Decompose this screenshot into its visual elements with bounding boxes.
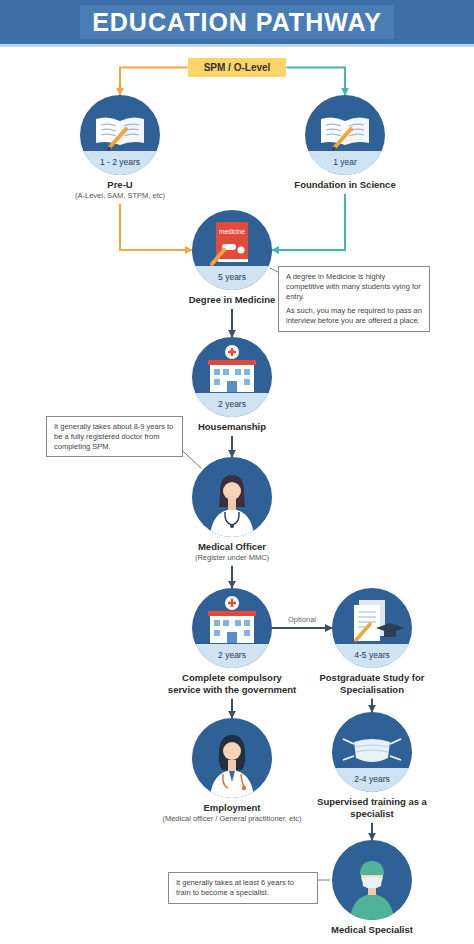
- circle: 4-5 years: [332, 588, 412, 668]
- duration-text: 2 years: [192, 650, 272, 660]
- flow-arrow: [120, 68, 188, 96]
- duration-text: 5 years: [192, 272, 272, 282]
- callout-pointer: [183, 451, 201, 468]
- note-text: It generally takes about 8-9 years to be…: [54, 422, 175, 451]
- circle: 1 year: [305, 95, 385, 175]
- title: EDUCATION PATHWAY: [0, 0, 474, 44]
- start-box: SPM / O-Level: [188, 58, 287, 77]
- icon: [96, 117, 144, 150]
- circle: medicine 5 years: [192, 210, 272, 290]
- circle-shape: [332, 840, 412, 920]
- stage-title: Foundation in Science: [280, 179, 410, 191]
- title-band: [0, 0, 474, 44]
- stage-circle: 1 - 2 yearsPre-U(A-Level, SAM, STPM, etc…: [55, 95, 185, 201]
- circle-fill: [192, 588, 272, 668]
- note-text: It generally takes at least 6 years to t…: [176, 878, 310, 898]
- flow-arrow: [371, 699, 373, 712]
- callout-pointer: [270, 268, 278, 272]
- circle-fill: [332, 588, 412, 668]
- flow-arrow: [272, 194, 345, 250]
- circle-fill: [192, 457, 272, 537]
- duration-text: 2 years: [192, 399, 272, 409]
- stage-circle: Medical Officer(Register under MMC): [172, 457, 292, 563]
- stage-note: (Register under MMC): [172, 553, 292, 563]
- circle: 2 years: [192, 588, 272, 668]
- stage-circle: 1 yearFoundation in Science: [280, 95, 410, 191]
- stage-circle: Employment(Medical officer / General pra…: [157, 718, 307, 824]
- callout-pointer: [318, 880, 330, 881]
- circle-fill: [192, 337, 272, 417]
- stage-title: Medical Officer: [172, 541, 292, 553]
- circle-fill: [80, 95, 160, 175]
- start-label: SPM / O-Level: [204, 62, 271, 73]
- icon: [208, 345, 256, 392]
- stage-title: Supervised training as a specialist: [317, 796, 427, 820]
- icon: [350, 861, 394, 920]
- stage-title: Pre-U: [55, 179, 185, 191]
- icon: [208, 596, 256, 643]
- stage-note: (Medical officer / General practitioner,…: [157, 814, 307, 824]
- circle: [192, 718, 272, 798]
- stage-circle: 4-5 yearsPostgraduate Study for Speciali…: [317, 588, 427, 696]
- note-text: A degree in Medicine is highly competiti…: [286, 272, 422, 301]
- circle: [332, 840, 412, 920]
- flow-arrow: [231, 699, 233, 718]
- stage-note: (A-Level, SAM, STPM, etc): [55, 191, 185, 201]
- icon: [343, 739, 401, 762]
- stage-circle: 2-4 yearsSupervised training as a specia…: [317, 712, 427, 820]
- stage-circle: medicine 5 yearsDegree in Medicine: [172, 210, 292, 306]
- stage-circle: 2 yearsComplete compulsory service with …: [165, 588, 300, 696]
- duration-text: 4-5 years: [332, 650, 412, 660]
- edge-label: Optional: [286, 615, 318, 624]
- circle-fill: [332, 712, 412, 792]
- stage-circle: Medical Specialist: [317, 840, 427, 936]
- flow-arrow: [231, 309, 233, 337]
- circle-fill: [305, 95, 385, 175]
- flow-arrow: [120, 204, 192, 250]
- stage-title: Postgraduate Study for Specialisation: [317, 672, 427, 696]
- duration-text: 2-4 years: [332, 774, 412, 784]
- duration-text: 1 year: [305, 157, 385, 167]
- circle-fill: [192, 718, 272, 798]
- note-box: It generally takes at least 6 years to t…: [168, 872, 318, 904]
- stage-title: Employment: [157, 802, 307, 814]
- icon: [210, 475, 254, 537]
- book-label: medicine: [192, 228, 272, 235]
- stage-title: Housemanship: [187, 421, 277, 433]
- flow-arrow: [231, 566, 233, 588]
- note-box: It generally takes about 8-9 years to be…: [46, 416, 183, 457]
- stage-circle: 2 yearsHousemanship: [187, 337, 277, 433]
- note-text: As such, you may be required to pass an …: [286, 306, 422, 326]
- circle: 2 years: [192, 337, 272, 417]
- circle-shape: [192, 457, 272, 537]
- icon: [354, 600, 404, 641]
- stage-title: Degree in Medicine: [172, 294, 292, 306]
- circle: 1 - 2 years: [80, 95, 160, 175]
- circle: [192, 457, 272, 537]
- flow-arrow: [231, 436, 233, 457]
- stage-title: Medical Specialist: [317, 924, 427, 936]
- icon: [210, 735, 254, 798]
- icon: [321, 117, 369, 150]
- note-box: A degree in Medicine is highly competiti…: [278, 266, 430, 332]
- circle-fill: [192, 210, 272, 290]
- stage-title: Complete compulsory service with the gov…: [165, 672, 300, 696]
- duration-text: 1 - 2 years: [80, 157, 160, 167]
- flow-arrow: [286, 68, 345, 96]
- flow-arrow: [371, 823, 373, 840]
- flow-arrow: [272, 627, 332, 629]
- circle: 2-4 years: [332, 712, 412, 792]
- title-stripe: [0, 44, 474, 47]
- circle-shape: [192, 718, 272, 798]
- circle-fill: [332, 840, 412, 920]
